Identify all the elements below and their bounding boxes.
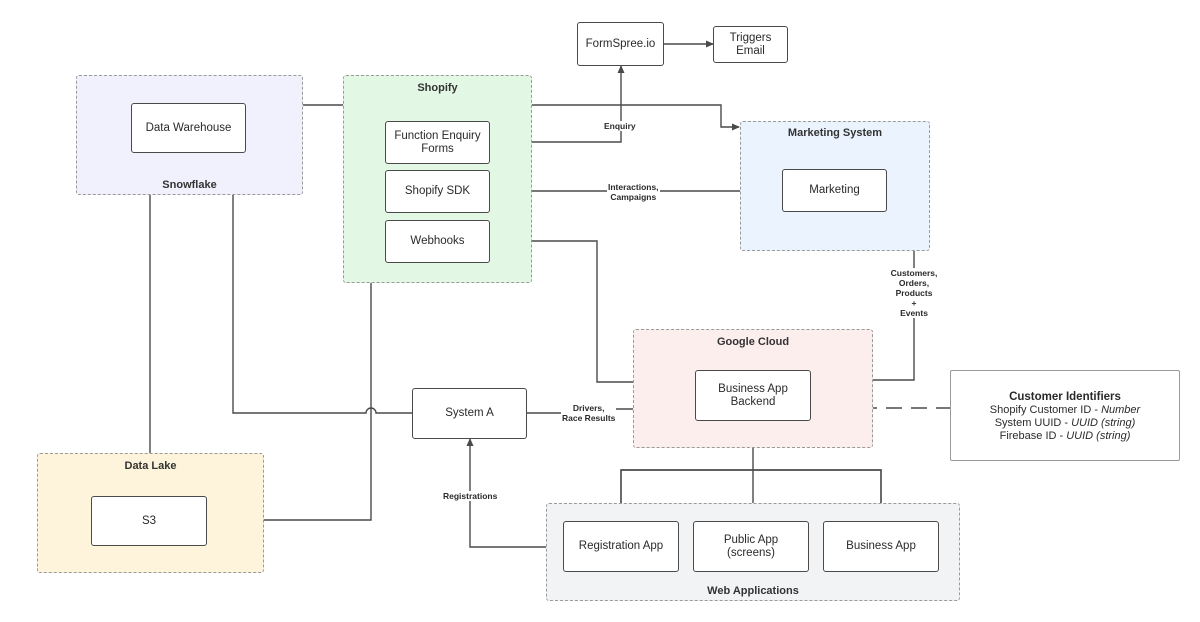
group-title-marketing-system: Marketing System — [787, 127, 883, 139]
group-title-data-lake: Data Lake — [124, 460, 177, 472]
node-webhooks[interactable]: Webhooks — [385, 220, 490, 263]
node-marketing[interactable]: Marketing — [782, 169, 887, 212]
identifier-type: UUID (string) — [1066, 430, 1131, 442]
identifier-row-shopify: Shopify Customer ID - Number — [951, 404, 1179, 417]
node-data-warehouse[interactable]: Data Warehouse — [131, 103, 246, 153]
identifier-label: System UUID - — [994, 417, 1072, 429]
node-s3[interactable]: S3 — [91, 496, 207, 546]
edge-label-registrations: Registrations — [442, 491, 499, 501]
node-formspree[interactable]: FormSpree.io — [577, 22, 664, 66]
node-business-app-backend[interactable]: Business App Backend — [695, 370, 811, 421]
node-triggers-email[interactable]: Triggers Email — [713, 26, 788, 63]
node-function-enquiry-forms[interactable]: Function Enquiry Forms — [385, 121, 490, 164]
edge-label-interactions-campaigns: Interactions, Campaigns — [607, 182, 660, 202]
identifier-label: Firebase ID - — [999, 430, 1067, 442]
group-google-cloud: Google Cloud — [633, 329, 873, 448]
node-shopify-sdk[interactable]: Shopify SDK — [385, 170, 490, 213]
identifier-type: UUID (string) — [1071, 417, 1136, 429]
edge-systema-to-warehouse — [229, 152, 412, 414]
edge-registration-systema — [466, 438, 570, 551]
group-title-web-applications: Web Applications — [707, 585, 799, 597]
group-title-snowflake: Snowflake — [162, 179, 217, 191]
edge-label-customers-orders: Customers, Orders, Products + Events — [888, 268, 940, 318]
identifier-type: Number — [1101, 404, 1141, 416]
node-registration-app[interactable]: Registration App — [563, 521, 679, 572]
identifier-row-firebase: Firebase ID - UUID (string) — [951, 430, 1179, 443]
customer-identifiers-panel: Customer Identifiers Shopify Customer ID… — [950, 370, 1180, 461]
node-business-app[interactable]: Business App — [823, 521, 939, 572]
edge-label-drivers-race: Drivers, Race Results — [561, 403, 617, 423]
node-public-app[interactable]: Public App (screens) — [693, 521, 809, 572]
edge-enquiry-to-formspree — [490, 65, 625, 143]
group-title-google-cloud: Google Cloud — [716, 336, 790, 348]
node-system-a[interactable]: System A — [412, 388, 527, 439]
group-title-shopify: Shopify — [417, 82, 458, 94]
identifier-label: Shopify Customer ID - — [989, 404, 1102, 416]
identifier-row-system: System UUID - UUID (string) — [951, 417, 1179, 430]
customer-identifiers-title: Customer Identifiers — [1009, 391, 1121, 403]
edge-label-enquiry: Enquiry — [603, 121, 637, 131]
